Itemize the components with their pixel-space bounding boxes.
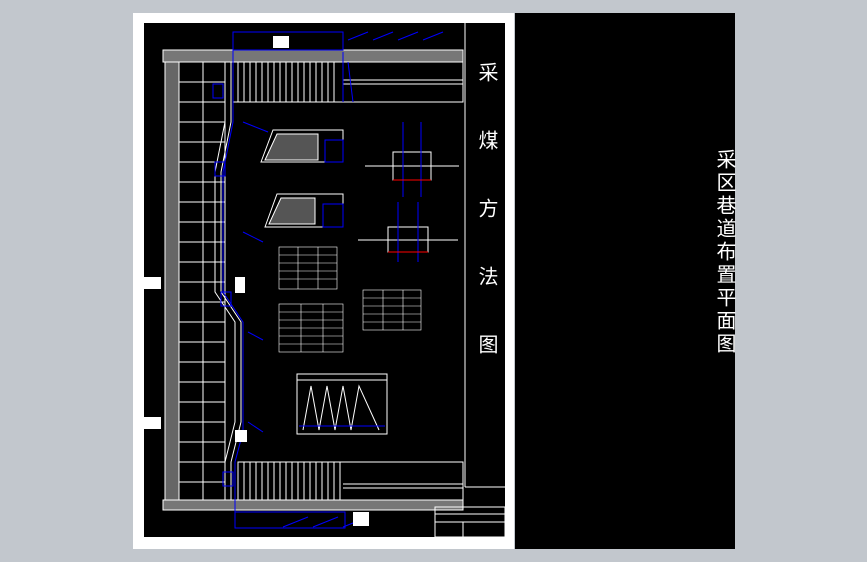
section-markers <box>143 36 369 526</box>
face-conveyor <box>212 31 346 529</box>
cad-drawing <box>143 22 506 538</box>
gob-area <box>164 61 226 501</box>
side-panel-title: 采区巷道布置平面图 <box>713 149 737 356</box>
drawing-title-strip: 采煤方法图 <box>465 22 506 487</box>
roadway-sections <box>260 129 344 228</box>
drawing-title: 采煤方法图 <box>475 62 499 402</box>
dimension-leaders <box>242 31 444 528</box>
title-block <box>434 506 506 538</box>
top-roadway <box>162 49 464 103</box>
bottom-roadway <box>162 461 464 511</box>
drawing-canvas[interactable] <box>143 22 506 538</box>
cycle-chart <box>296 373 388 435</box>
side-panel: 采区巷道布置平面图 <box>515 13 737 549</box>
parameter-tables <box>278 246 422 353</box>
support-details <box>358 122 459 262</box>
